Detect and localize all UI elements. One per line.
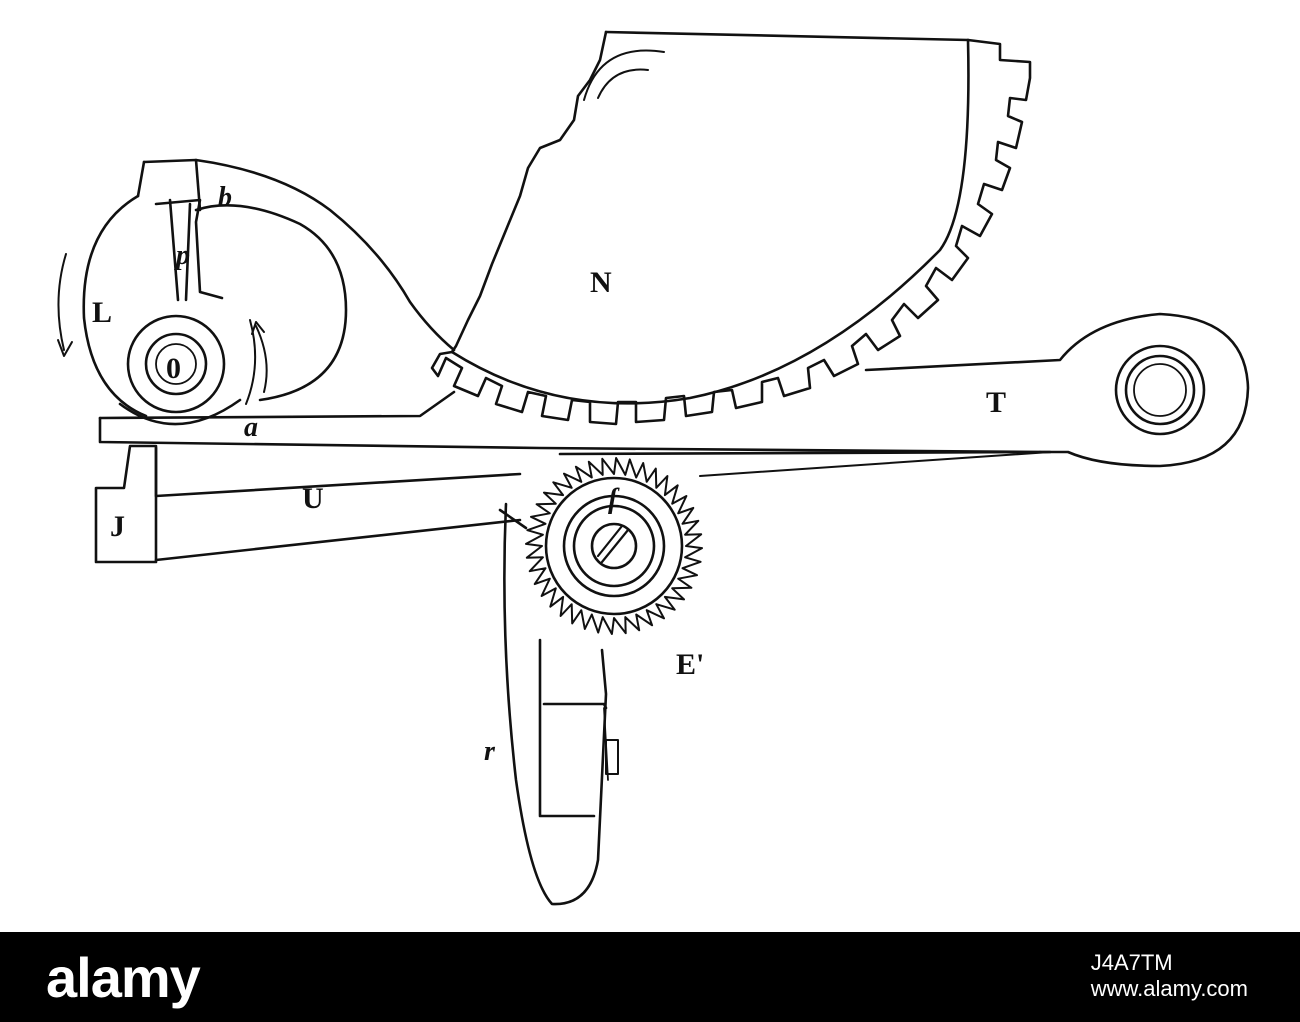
- label-J: J: [110, 510, 125, 543]
- block-J: [94, 444, 158, 564]
- label-r: r: [484, 736, 496, 767]
- image-id: J4A7TM: [1090, 950, 1173, 975]
- ratchet-hub-f: [544, 476, 684, 616]
- label-f: f: [608, 484, 620, 515]
- label-p: p: [174, 240, 190, 271]
- ratchet-teeth: [525, 457, 703, 635]
- label-N: N: [590, 266, 612, 299]
- image-info: J4A7TM www.alamy.com: [1091, 950, 1248, 1002]
- label-O: 0: [166, 352, 181, 385]
- ratchet-wheel-E: [525, 457, 703, 635]
- gear-sector-N: [430, 30, 1032, 426]
- site-url: www.alamy.com: [1090, 976, 1248, 1001]
- label-U: U: [302, 482, 324, 515]
- lever-T: [98, 312, 1250, 468]
- label-a: a: [244, 412, 258, 443]
- diagram-canvas: N b p L 0 a T J U f E' r: [57, 30, 1250, 906]
- watermark-bar: alamy J4A7TM www.alamy.com: [0, 932, 1300, 1022]
- lever-b-arm: [57, 158, 456, 418]
- pivot-O: [118, 314, 257, 426]
- diagram-labels: N b p L 0 a T J U f E' r: [92, 182, 1006, 767]
- alamy-logo: alamy: [46, 946, 201, 1009]
- hand-lever-r: [498, 502, 619, 906]
- mechanism-diagram: N b p L 0 a T J U f E' r: [57, 30, 1250, 906]
- label-b: b: [218, 182, 232, 213]
- label-L: L: [92, 296, 112, 329]
- label-T: T: [986, 386, 1006, 419]
- label-E: E': [676, 648, 704, 681]
